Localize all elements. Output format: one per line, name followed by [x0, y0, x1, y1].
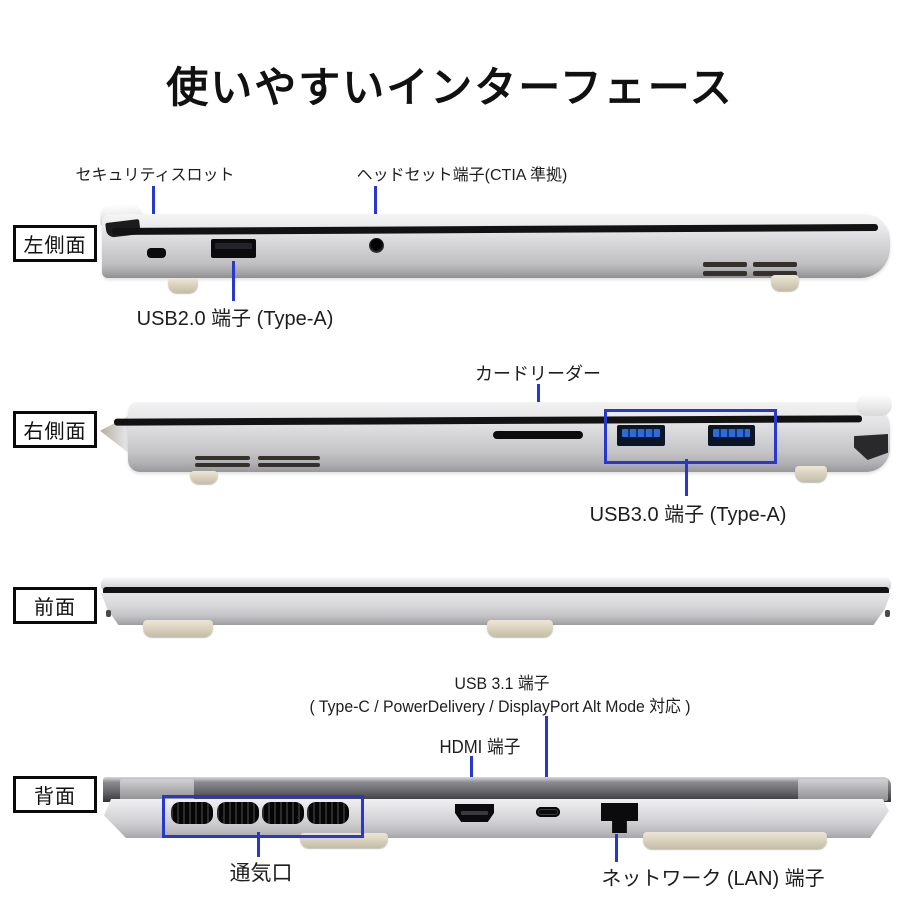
corner-screw	[885, 610, 890, 617]
label-usb3: USB3.0 端子 (Type-A)	[589, 504, 787, 526]
highlight-box-vents	[162, 795, 364, 838]
speaker-vent-slot	[195, 456, 250, 460]
callout-line-usb2	[232, 261, 235, 301]
page-title: 使いやすいインターフェース	[166, 64, 734, 111]
label-lan: ネットワーク (LAN) 端子	[601, 868, 825, 890]
label-security-slot: セキュリティスロット	[75, 167, 235, 184]
lid-corner-bump	[856, 394, 892, 416]
hdmi-port	[455, 804, 494, 822]
callout-line-usbc	[545, 716, 548, 806]
callout-line-lan	[615, 834, 618, 862]
speaker-vent-slot	[703, 262, 747, 267]
security-slot-port	[147, 248, 166, 258]
laptop-body	[101, 593, 891, 625]
rubber-foot	[168, 278, 198, 293]
hinge-right	[798, 779, 888, 801]
lid-gap-line	[103, 587, 889, 595]
label-headset-jack: ヘッドセット端子(CTIA 準拠)	[356, 167, 568, 184]
usb3-port-1	[617, 425, 665, 446]
rubber-foot	[771, 275, 799, 291]
side-label-front: 前面	[13, 587, 97, 624]
speaker-vent-slot	[258, 463, 320, 467]
speaker-vent-slot	[703, 271, 747, 276]
side-label-back: 背面	[13, 776, 97, 813]
label-usb31-title: USB 3.1 端子	[454, 674, 550, 693]
rubber-foot-strip	[643, 832, 827, 849]
usbc-port	[536, 807, 560, 817]
usb2-port-tongue	[215, 243, 252, 249]
headset-jack-port	[369, 238, 384, 253]
lid-edge	[101, 576, 891, 590]
callout-line-vents	[257, 832, 260, 857]
speaker-vent-slot	[753, 262, 797, 267]
rubber-foot	[143, 620, 213, 637]
hdmi-port-slot	[461, 811, 488, 815]
label-card-reader: カードリーダー	[475, 364, 601, 384]
speaker-vent-slot	[195, 463, 250, 467]
vent-slot-1	[171, 802, 213, 824]
label-usb31-detail: ( Type-C / PowerDelivery / DisplayPort A…	[309, 697, 691, 716]
highlight-box-usb3	[604, 409, 777, 464]
speaker-vent-slot	[258, 456, 320, 460]
usb2-port	[211, 239, 256, 258]
side-label-left: 左側面	[13, 225, 97, 262]
callout-line-headset-jack	[374, 186, 377, 235]
rubber-foot	[487, 620, 553, 637]
speaker-vent-slot	[753, 271, 797, 276]
usb3-tongue	[622, 429, 660, 437]
usb3-tongue	[713, 429, 750, 437]
vent-slot-2	[217, 802, 259, 824]
side-label-right: 右側面	[13, 411, 97, 448]
usb3-port-2	[708, 425, 755, 446]
label-vents: 通気口	[229, 862, 293, 885]
callout-line-usb3	[685, 459, 688, 496]
vent-slot-4	[307, 802, 349, 824]
rubber-foot	[190, 471, 218, 484]
label-usb2: USB2.0 端子 (Type-A)	[136, 308, 334, 330]
vent-slot-3	[262, 802, 304, 824]
card-reader-slot	[493, 431, 583, 439]
callout-line-security-slot	[152, 186, 155, 241]
rubber-foot	[795, 466, 827, 482]
label-hdmi: HDMI 端子	[439, 737, 521, 757]
corner-screw	[106, 610, 111, 617]
